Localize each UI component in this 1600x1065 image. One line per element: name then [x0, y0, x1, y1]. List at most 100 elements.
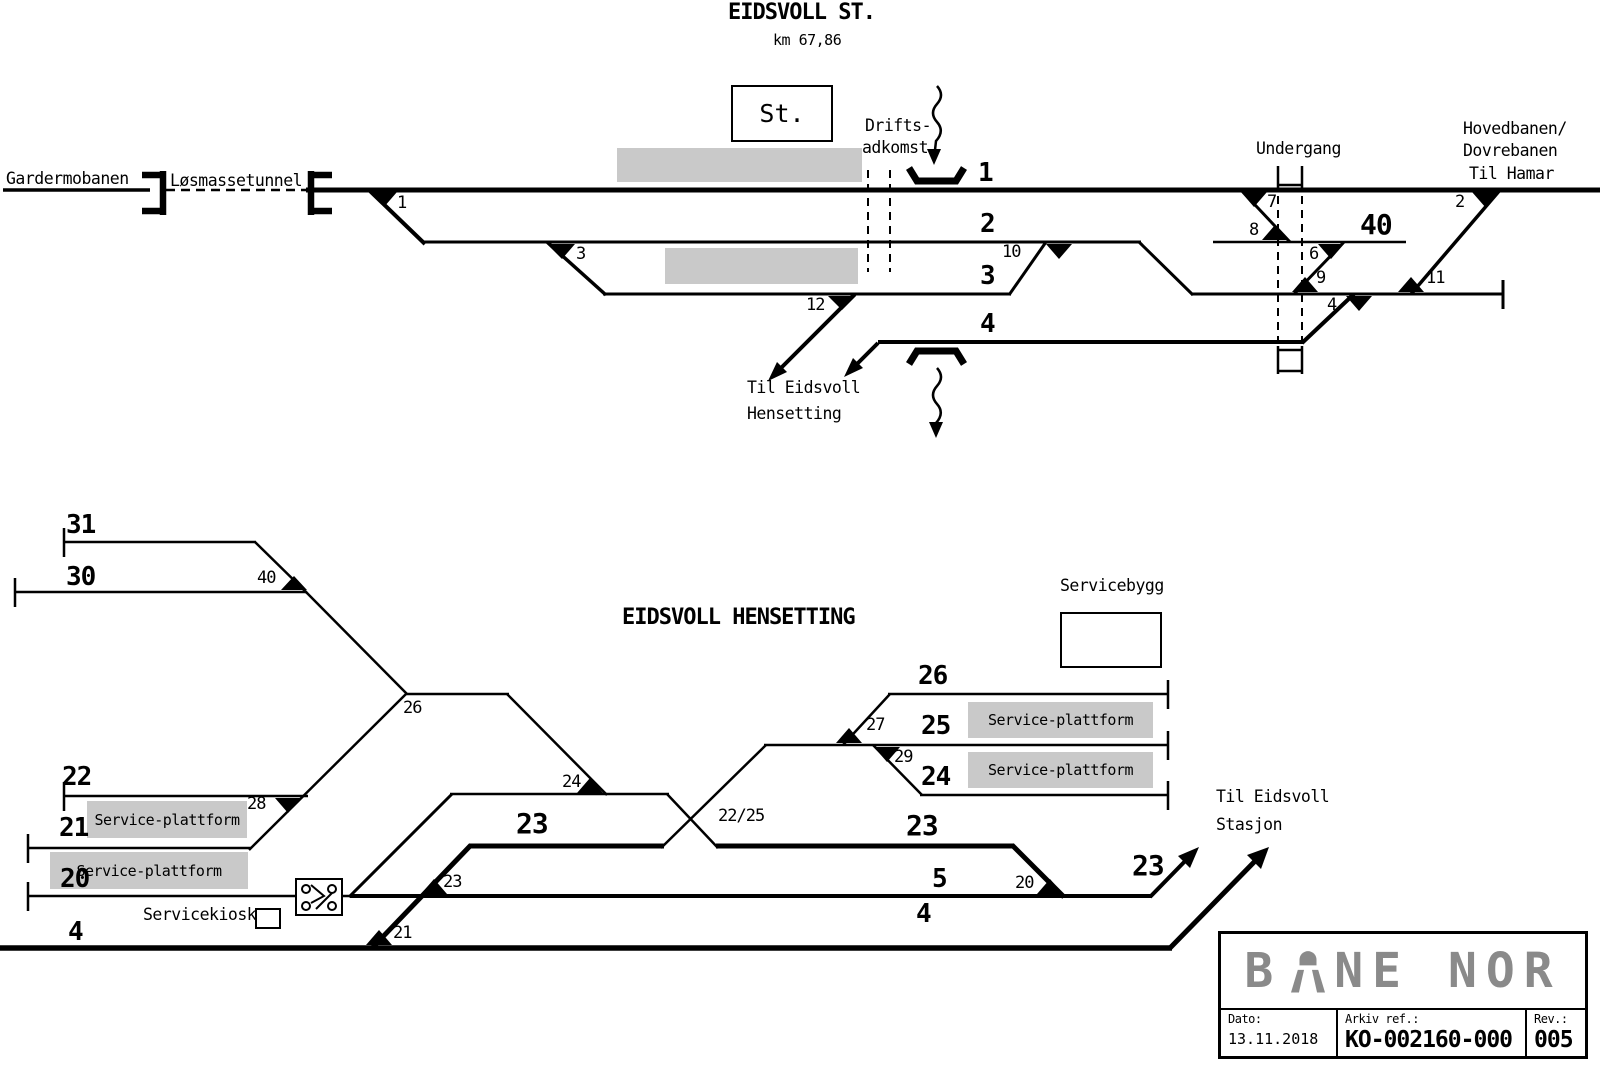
servicekiosk-box — [255, 908, 281, 929]
dato-label: Dato: — [1228, 1012, 1262, 1026]
service-platform-3: Service-plattform — [968, 702, 1153, 738]
track-number-2: 2 — [980, 209, 996, 239]
switch-triangle-icons — [275, 149, 1500, 945]
service-platform-1: Service-plattform — [87, 801, 247, 838]
switch-label-2: 2 — [1455, 192, 1465, 212]
dato-value: 13.11.2018 — [1228, 1030, 1319, 1048]
underpass-icon — [1276, 166, 1304, 374]
track-number-23-c: 23 — [1132, 849, 1165, 882]
drifts-adkomst-markers — [867, 85, 967, 426]
arkiv-ref-value: KO-002160-000 — [1345, 1027, 1513, 1053]
label-servicebygg: Servicebygg — [1060, 576, 1164, 595]
access-boundary-dashes — [867, 170, 891, 272]
switch-label-11: 11 — [1426, 268, 1446, 288]
switch-8-triangle — [1262, 225, 1288, 240]
switch-28-triangle — [275, 798, 301, 813]
station-km: km 67,86 — [773, 31, 842, 49]
track-number-31: 31 — [66, 510, 96, 540]
yard-title: EIDSVOLL HENSETTING — [622, 605, 856, 630]
service-platform-2: Service-plattform — [50, 852, 248, 889]
label-til-eidsvoll: Til Eidsvoll — [747, 378, 861, 397]
switch-2-triangle — [1472, 192, 1500, 208]
label-dovrebanen: Dovrebanen — [1463, 141, 1558, 160]
label-drifts-line2: adkomst — [862, 138, 929, 157]
switch-label-29: 29 — [894, 747, 914, 767]
switch-label-40: 40 — [257, 568, 277, 588]
bane-nor-logo: B NE NOR — [1221, 934, 1585, 1010]
exit-arrow-4-line — [1168, 854, 1262, 950]
track-31-line — [62, 528, 256, 557]
arrowhead-exit-4 — [1247, 847, 1269, 869]
switch-20-triangle — [1037, 879, 1063, 894]
track-number-5: 5 — [932, 864, 948, 894]
wavy-arrow-bottom-icon — [931, 367, 943, 426]
bane-nor-mark-icon — [1291, 951, 1326, 993]
switch-label-24: 24 — [562, 772, 582, 792]
logo-letter-b: B — [1244, 943, 1283, 999]
label-til-hamar: Til Hamar — [1469, 164, 1554, 183]
switch-1-triangle — [369, 192, 397, 207]
yard-tracks — [0, 528, 1262, 951]
switch-label-21: 21 — [393, 923, 413, 943]
track-number-40: 40 — [1360, 208, 1393, 241]
switch-24-triangle — [577, 778, 603, 793]
track-number-26: 26 — [918, 661, 948, 691]
switch-label-26: 26 — [403, 698, 423, 718]
title-block-dato-cell: Dato: 13.11.2018 — [1221, 1010, 1338, 1059]
switch-label-23: 23 — [443, 872, 463, 892]
title-block: B NE NOR Dato: 13.11.2018 Arkiv ref.: KO… — [1218, 931, 1588, 1059]
service-platform-label: Service-plattform — [987, 711, 1134, 729]
track-number-4-left: 4 — [68, 917, 84, 947]
switch-40-triangle — [281, 576, 307, 590]
switch-23-triangle — [421, 879, 447, 894]
switch-29-triangle — [874, 747, 900, 762]
tunnel-portal-left-icon — [142, 171, 167, 215]
switch-12-triangle — [828, 296, 856, 310]
switch-label-9: 9 — [1316, 268, 1326, 288]
track-number-4-right: 4 — [916, 899, 932, 929]
title-block-rev-cell: Rev.: 005 — [1527, 1010, 1585, 1059]
track-number-23-b: 23 — [906, 809, 939, 842]
switch-label-4: 4 — [1327, 295, 1337, 315]
track-number-4: 4 — [980, 309, 996, 339]
track-30-line — [13, 578, 307, 607]
label-til-eidsvoll-stasjon-2: Stasjon — [1216, 815, 1283, 834]
upper-exit-arrows — [773, 292, 880, 376]
platform-track1 — [617, 148, 862, 182]
track-number-25: 25 — [921, 711, 951, 741]
track-number-22: 22 — [62, 762, 92, 792]
switch-7-triangle — [1241, 192, 1267, 207]
label-gardermobanen: Gardermobanen — [6, 169, 129, 188]
service-platform-label: Service-plattform — [94, 810, 240, 829]
tunnel-portal-icons — [142, 171, 332, 215]
shunting-symbol-icon — [295, 878, 343, 916]
arrowhead-hensetting-2 — [844, 358, 863, 377]
servicebygg-box — [1060, 612, 1162, 668]
label-losmassetunnel: Løsmassetunnel — [170, 171, 303, 190]
service-platform-label: Service-plattform — [76, 861, 222, 880]
track-number-24: 24 — [921, 762, 951, 792]
label-servicekiosk: Servicekiosk — [143, 905, 257, 924]
track-number-20: 20 — [60, 864, 90, 894]
switch-label-27: 27 — [866, 715, 886, 735]
access-marker-top-icon — [906, 166, 967, 185]
platform-track2-3 — [665, 248, 858, 284]
track-number-3: 3 — [980, 261, 996, 291]
rev-value: 005 — [1534, 1027, 1574, 1053]
wavy-arrow-top-icon — [931, 85, 943, 151]
switch-label-28: 28 — [247, 794, 267, 814]
access-marker-bottom-icon — [906, 347, 967, 366]
arrowhead-wavy-top — [927, 149, 941, 165]
label-hovedbanen: Hovedbanen/ — [1463, 119, 1567, 138]
station-building-box: St. — [731, 85, 833, 142]
arrowhead-exit-23 — [1178, 847, 1199, 868]
switch-label-8: 8 — [1249, 220, 1259, 240]
track-24-line — [920, 781, 1170, 810]
switch-21-triangle — [366, 930, 392, 945]
station-title: EIDSVOLL ST. — [728, 0, 876, 25]
rev-label: Rev.: — [1534, 1012, 1568, 1026]
track-number-21: 21 — [59, 813, 89, 843]
switch-label-7: 7 — [1267, 192, 1277, 212]
switch-label-12: 12 — [806, 295, 826, 315]
